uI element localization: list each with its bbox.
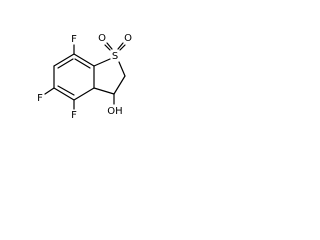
bond-c7-c7a: [73, 53, 95, 67]
atom-o-right: O: [124, 33, 132, 44]
atom-o-left: O: [98, 33, 106, 44]
atom-f-bottom: F: [71, 110, 77, 121]
bond-s-o-right-a: [117, 42, 124, 50]
molecule-canvas: F F F S O O OH: [0, 0, 152, 152]
atom-f-left: F: [37, 93, 43, 104]
atom-s: S: [112, 51, 118, 62]
bond-c5-f: [44, 87, 55, 95]
bond-s-c2: [118, 61, 126, 77]
bond-c3-c3a: [93, 87, 115, 95]
bond-c4-c5: [53, 87, 75, 101]
bond-c6-c7: [53, 53, 75, 67]
atom-oh: OH: [107, 106, 122, 117]
bond-c2-c3: [113, 75, 126, 95]
bond-double-c4-c5-inner: [57, 85, 75, 96]
bond-s-o-left-b: [106, 42, 113, 50]
bond-s-o-left-a: [104, 44, 111, 51]
bond-double-c7-c7a-inner: [74, 58, 91, 69]
bond-double-c6-c7-inner: [57, 58, 74, 69]
bond-c7a-s: [93, 58, 111, 67]
molecule-structure: F F F S O O OH: [37, 33, 132, 121]
bond-s-o-right-b: [119, 44, 126, 51]
atom-f-top: F: [71, 34, 77, 45]
bond-c3a-c4: [73, 87, 95, 101]
